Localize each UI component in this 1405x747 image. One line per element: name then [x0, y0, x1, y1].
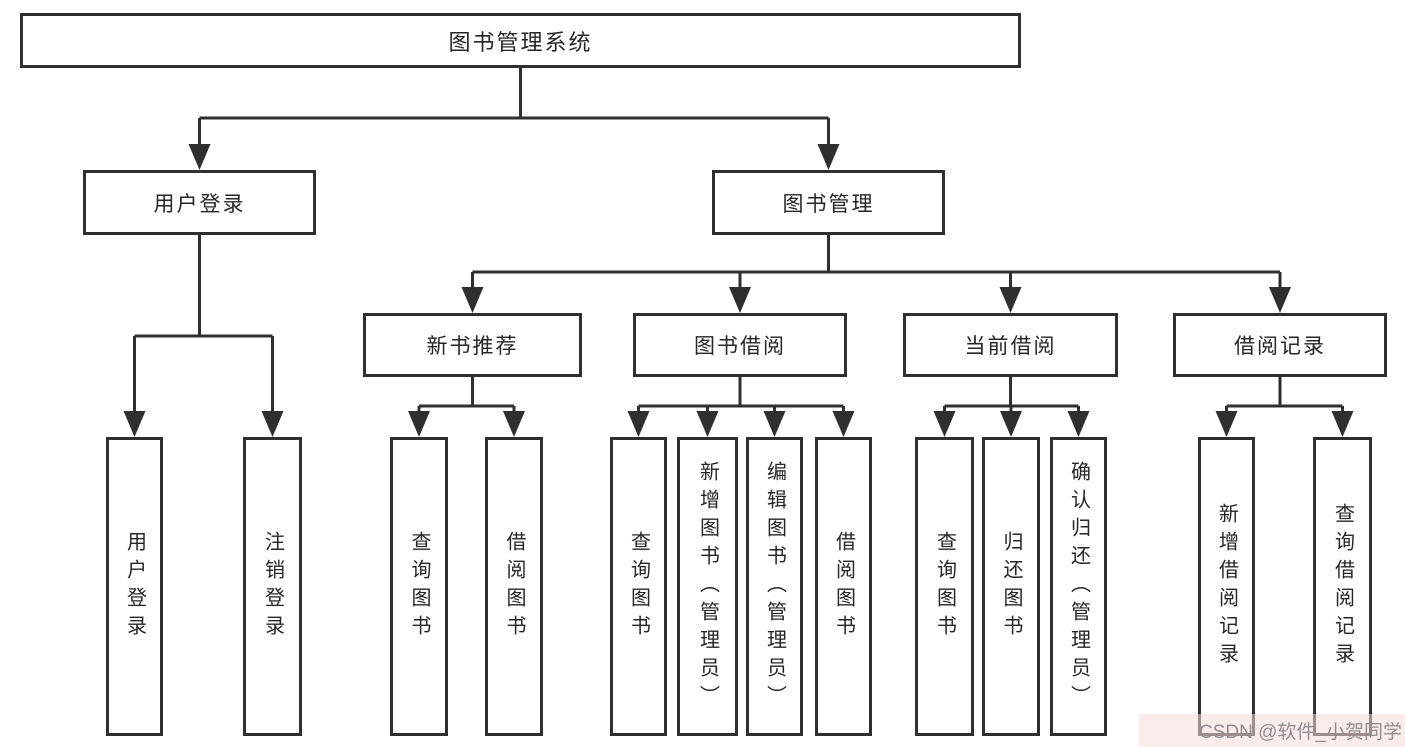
node-label: 查询借阅记录 [1331, 502, 1354, 671]
node-label: 查询图书 [933, 530, 956, 643]
leaf-query-books-current: 查询图书 [915, 437, 974, 736]
leaf-borrow-books: 借阅图书 [815, 437, 872, 736]
node-library-management-system: 图书管理系统 [20, 13, 1021, 68]
node-label: 归还图书 [1000, 530, 1022, 643]
leaf-edit-book-admin: 编辑图书（管理员） [746, 437, 803, 736]
leaf-query-borrow-record: 查询借阅记录 [1313, 437, 1372, 736]
node-book-management: 图书管理 [712, 170, 945, 235]
node-new-book-recommendation: 新书推荐 [363, 313, 582, 377]
leaf-add-borrow-record: 新增借阅记录 [1198, 437, 1255, 736]
node-label: 图书管理 [782, 192, 875, 216]
node-user-login: 用户登录 [83, 170, 316, 235]
leaf-query-books-recommend: 查询图书 [390, 437, 448, 736]
node-book-borrowing: 图书借阅 [633, 313, 847, 377]
leaf-add-book-admin: 新增图书（管理员） [677, 437, 738, 736]
node-label: 确认归还（管理员） [1067, 460, 1090, 713]
watermark-text: CSDN @软件_小贺同学 [1199, 722, 1402, 743]
node-label: 用户登录 [153, 192, 246, 216]
leaf-confirm-return-admin: 确认归还（管理员） [1050, 437, 1107, 736]
node-label: 查询图书 [627, 530, 650, 643]
node-label: 用户登录 [123, 530, 146, 643]
node-label: 查询图书 [408, 530, 430, 643]
node-borrowing-records: 借阅记录 [1173, 313, 1387, 377]
node-label: 注销登录 [261, 530, 284, 643]
leaf-user-login: 用户登录 [106, 437, 163, 736]
node-label: 借阅记录 [1234, 335, 1326, 358]
leaf-borrow-books-recommend: 借阅图书 [485, 437, 543, 736]
node-label: 图书管理系统 [448, 29, 593, 55]
watermark: CSDN @软件_小贺同学 [1139, 714, 1405, 747]
node-label: 新增借阅记录 [1215, 502, 1238, 671]
leaf-return-books: 归还图书 [982, 437, 1040, 736]
node-label: 新增图书（管理员） [696, 460, 719, 713]
leaf-logout: 注销登录 [243, 437, 302, 736]
node-label: 图书借阅 [694, 335, 786, 358]
node-label: 当前借阅 [964, 335, 1057, 358]
node-label: 新书推荐 [426, 335, 519, 358]
leaf-query-books-borrowing: 查询图书 [610, 437, 667, 736]
node-label: 借阅图书 [503, 530, 525, 643]
node-label: 借阅图书 [832, 530, 855, 643]
node-label: 编辑图书（管理员） [763, 460, 786, 713]
node-current-borrowing: 当前借阅 [903, 313, 1118, 377]
